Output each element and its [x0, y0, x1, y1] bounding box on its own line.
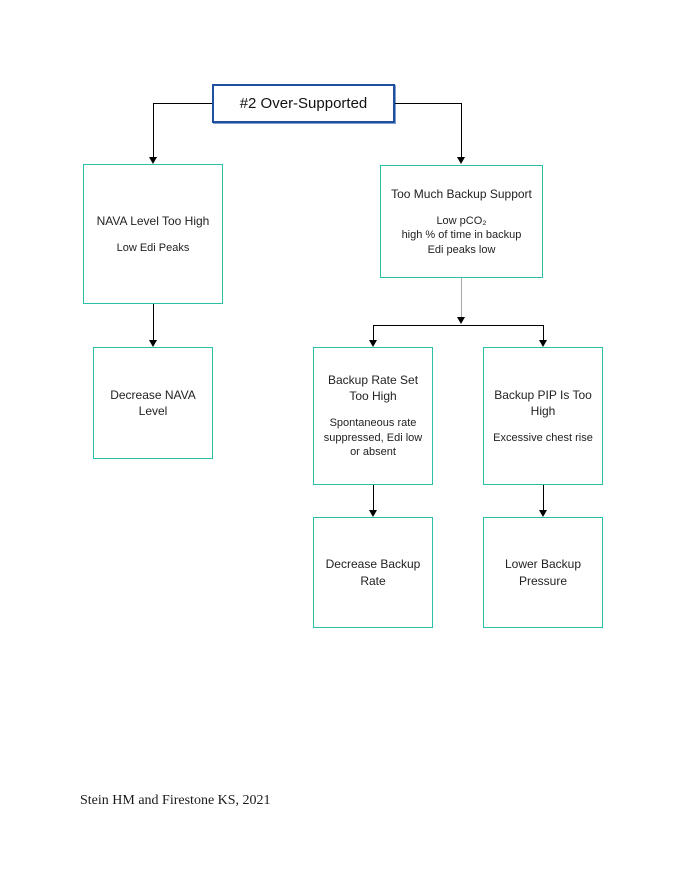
citation-footer: Stein HM and Firestone KS, 2021: [80, 793, 271, 808]
node-decrease-backup-rate-label: Decrease Backup Rate: [325, 557, 421, 588]
node-backup-rate-subtitle: Spontaneous rate suppressed, Edi low or …: [323, 417, 423, 459]
connector-title-left-vertical: [153, 103, 154, 157]
arrowhead-into-lower-pressure: [538, 510, 547, 517]
node-backup-support-line-3: Edi peaks low: [427, 243, 496, 256]
connector-nava-to-decrease: [153, 304, 154, 340]
arrowhead-into-backup-support: [456, 157, 465, 164]
connector-title-left-horizontal: [153, 103, 212, 104]
node-backup-pip-too-high: Backup PIP Is Too High Excessive chest r…: [483, 347, 603, 485]
node-backup-support-title: Too Much Backup Support: [391, 186, 532, 201]
node-backup-rate-set-too-high: Backup Rate Set Too High Spontaneous rat…: [313, 347, 433, 485]
node-over-supported-label: #2 Over-Supported: [239, 95, 368, 112]
node-too-much-backup-support: Too Much Backup Support Low pCO₂ high % …: [380, 165, 543, 278]
connector-junction-horizontal: [373, 325, 543, 326]
node-lower-backup-pressure-label: Lower Backup Pressure: [504, 557, 582, 588]
node-nava-level-too-high: NAVA Level Too High Low Edi Peaks: [83, 164, 223, 304]
node-decrease-nava-label: Decrease NAVA Level: [110, 387, 196, 418]
node-backup-support-line-1: Low pCO₂: [436, 214, 487, 227]
arrowhead-into-nava-level: [148, 157, 157, 164]
node-backup-pip-title: Backup PIP Is Too High: [494, 387, 592, 418]
node-over-supported: #2 Over-Supported: [212, 84, 395, 123]
arrowhead-into-decrease-rate: [368, 510, 377, 517]
node-nava-level-subtitle: Low Edi Peaks: [116, 241, 190, 254]
connector-rate-to-decrease-rate: [373, 485, 374, 511]
node-decrease-nava-level: Decrease NAVA Level: [93, 347, 213, 459]
node-lower-backup-pressure: Lower Backup Pressure: [483, 517, 603, 628]
node-backup-rate-title: Backup Rate Set Too High: [327, 373, 419, 404]
node-backup-support-line-2: high % of time in backup: [401, 229, 522, 242]
arrowhead-into-backup-rate: [368, 340, 377, 347]
node-nava-level-title: NAVA Level Too High: [96, 213, 210, 228]
connector-title-right-horizontal: [395, 103, 462, 104]
connector-backup-support-drop: [461, 278, 462, 318]
arrowhead-into-decrease-nava: [148, 340, 157, 347]
node-decrease-backup-rate: Decrease Backup Rate: [313, 517, 433, 628]
connector-title-right-vertical: [461, 103, 462, 157]
connector-junction-right-vertical: [543, 325, 544, 341]
arrowhead-into-junction: [456, 317, 465, 324]
connector-pip-to-lower-pressure: [543, 485, 544, 511]
node-backup-pip-subtitle: Excessive chest rise: [493, 431, 593, 444]
arrowhead-into-backup-pip: [538, 340, 547, 347]
connector-junction-left-vertical: [373, 325, 374, 341]
